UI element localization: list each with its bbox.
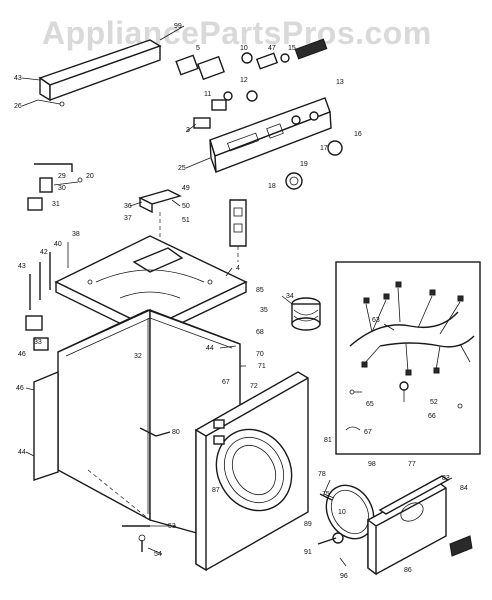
front-panel [195, 371, 309, 572]
door-assembly [317, 475, 473, 576]
callout-label: 54 [154, 551, 162, 558]
callout-label: 40 [54, 241, 62, 248]
callout-label: 10 [338, 509, 346, 516]
callout-label: 12 [240, 77, 248, 84]
callout-label: 10 [240, 45, 248, 52]
callout-label: 72 [250, 383, 258, 390]
callout-label: 83 [442, 475, 450, 482]
callout-label: 42 [40, 249, 48, 256]
callout-label: 70 [256, 351, 264, 358]
callout-label: 13 [336, 79, 344, 86]
callout-label: 32 [134, 353, 142, 360]
console-rear-panel [37, 39, 162, 107]
callout-label: 16 [354, 131, 362, 138]
timer-switch-cluster [175, 38, 328, 129]
callout-label: 80 [172, 429, 180, 436]
callout-label: 52 [430, 399, 438, 406]
callout-label: 47 [268, 45, 276, 52]
callout-label: 98 [368, 461, 376, 468]
watermark-text: AppliancePartsPros.com [42, 15, 432, 51]
callout-label: 85 [256, 287, 264, 294]
callout-label: 31 [52, 201, 60, 208]
callout-label: 65 [366, 401, 374, 408]
callout-label: 53 [168, 523, 176, 530]
callout-label: 43 [18, 263, 26, 270]
callout-label: 51 [182, 217, 190, 224]
callout-label: 75 [322, 491, 330, 498]
callout-label: 35 [260, 307, 268, 314]
callout-label: 84 [460, 485, 468, 492]
callout-label: 5 [196, 45, 200, 52]
callout-label: 44 [18, 449, 26, 456]
callout-label: 19 [300, 161, 308, 168]
callout-label: 46 [18, 351, 26, 358]
callout-label: 67 [222, 379, 230, 386]
callout-label: 26 [14, 103, 22, 110]
callout-label: 33 [34, 339, 42, 346]
callout-label: 36 [124, 203, 132, 210]
callout-labels: 43 26 99 5 10 47 15 13 12 11 3 18 17 16 … [14, 23, 468, 580]
agitator-assembly [291, 297, 321, 331]
callout-label: 71 [258, 363, 266, 370]
control-console [209, 97, 343, 190]
callout-label: 37 [124, 215, 132, 222]
callout-label: 38 [72, 231, 80, 238]
leader-lines [21, 25, 453, 555]
callout-label: 34 [286, 293, 294, 300]
callout-label: 49 [182, 185, 190, 192]
callout-label: 66 [428, 413, 436, 420]
callout-label: 11 [204, 91, 211, 98]
callout-label: 87 [212, 487, 220, 494]
callout-label: 68 [256, 329, 264, 336]
callout-label: 17 [320, 145, 328, 152]
callout-label: 78 [318, 471, 326, 478]
loose-parts-left [27, 163, 83, 211]
callout-label: 96 [340, 573, 348, 580]
side-bracket-left [25, 242, 69, 351]
callout-label: 77 [408, 461, 416, 468]
callout-label: 89 [304, 521, 312, 528]
callout-label: 81 [324, 437, 332, 444]
callout-label: 18 [268, 183, 276, 190]
callout-label: 50 [182, 203, 190, 210]
callout-label: 43 [14, 75, 22, 82]
callout-label: 99 [174, 23, 182, 30]
callout-label: 63 [372, 317, 380, 324]
wiring-harness-inset [335, 261, 481, 455]
callout-label: 91 [304, 549, 312, 556]
mounting-bracket [138, 189, 247, 262]
callout-label: 46 [16, 385, 24, 392]
callout-label: 25 [178, 165, 186, 172]
callout-label: 15 [288, 45, 296, 52]
callout-label: 86 [404, 567, 412, 574]
callout-label: 67 [364, 429, 372, 436]
callout-label: 4 [236, 265, 240, 272]
callout-label: 29 [58, 173, 66, 180]
callout-label: 44 [206, 345, 214, 352]
callout-label: 20 [86, 173, 94, 180]
callout-label: 30 [58, 185, 66, 192]
